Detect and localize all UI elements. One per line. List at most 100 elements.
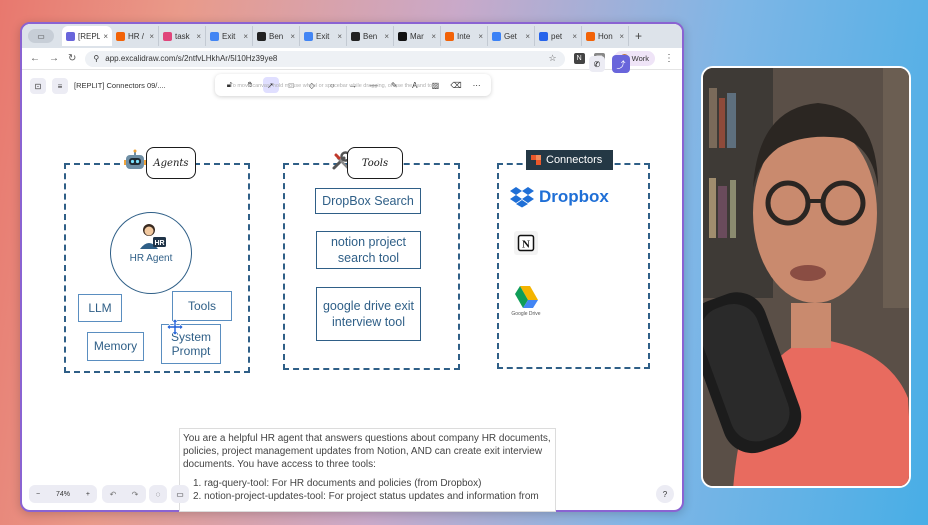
- redo-icon[interactable]: ↷: [131, 489, 139, 499]
- tab-label: Inte: [457, 31, 471, 41]
- browser-tab[interactable]: Exit ×: [300, 26, 347, 46]
- bookmark-star-icon[interactable]: ☆: [548, 53, 557, 63]
- browser-tab[interactable]: pet ×: [535, 26, 582, 46]
- zoom-control: − 74% +: [29, 485, 97, 503]
- notion-tool-box[interactable]: notion project search tool: [316, 231, 421, 269]
- browser-tab[interactable]: Mar ×: [394, 26, 441, 46]
- url-text: app.excalidraw.com/s/2ntfvLHkhAr/5I10Hz3…: [105, 54, 278, 63]
- site-info-icon[interactable]: ⚲: [93, 54, 100, 63]
- llm-box[interactable]: LLM: [78, 294, 122, 322]
- tab-close-icon[interactable]: ×: [572, 31, 577, 41]
- selection-tool-icon[interactable]: ➚: [262, 77, 279, 93]
- collaborate-icon[interactable]: ✆: [589, 56, 605, 72]
- diamond-tool-icon[interactable]: ◇: [308, 80, 315, 90]
- hamburger-menu-icon[interactable]: ≡: [52, 78, 68, 94]
- browser-tab[interactable]: Exit×: [206, 26, 253, 46]
- browser-toolbar: ← → ↻ ⚲ app.excalidraw.com/s/2ntfvLHkhAr…: [22, 48, 682, 70]
- text-tool-icon[interactable]: A: [412, 80, 418, 90]
- tab-strip: ▭ [REPLIT×HR /×task×Exit×Ben×Exit×Ben×Ma…: [22, 24, 682, 48]
- browser-tab[interactable]: Ben×: [253, 26, 300, 46]
- menu-kebab-icon[interactable]: ⋮: [664, 53, 674, 64]
- zoom-out-button[interactable]: −: [36, 490, 41, 498]
- share-button[interactable]: ⤴: [612, 55, 630, 73]
- hr-agent-node[interactable]: HR HR Agent: [110, 212, 192, 294]
- github-icon: [398, 31, 407, 41]
- chat-icon[interactable]: ▭: [171, 485, 189, 503]
- excalidraw-top-bar: ⊡ ≡ [REPLIT] Connectors 09/.... 🔓︎ ✋︎ ➚ …: [22, 70, 682, 100]
- tab-close-icon[interactable]: ×: [525, 31, 530, 41]
- rectangle-tool-icon[interactable]: □: [288, 80, 294, 90]
- reload-icon[interactable]: ↻: [68, 53, 77, 64]
- notion-extension-icon[interactable]: N: [573, 53, 585, 64]
- address-bar[interactable]: ⚲ app.excalidraw.com/s/2ntfvLHkhAr/5I10H…: [85, 50, 565, 67]
- tab-close-icon[interactable]: ×: [337, 31, 342, 41]
- tab-label: HR /: [128, 31, 144, 41]
- excalidraw-icon: [66, 31, 75, 41]
- hr-agent-label: HR Agent: [129, 253, 173, 264]
- agents-tag[interactable]: Agents: [146, 147, 196, 179]
- eraser-tool-icon[interactable]: ⌫: [450, 80, 462, 90]
- memory-box[interactable]: Memory: [87, 332, 144, 361]
- browser-tab[interactable]: Inte ×: [441, 26, 488, 46]
- google-drive-logo[interactable]: Google Drive: [506, 284, 546, 318]
- browser-tab[interactable]: Hon×: [582, 26, 629, 46]
- lock-icon[interactable]: 🔓︎: [226, 80, 232, 89]
- zoom-level[interactable]: 74%: [55, 490, 70, 498]
- robot-icon: [124, 149, 146, 169]
- tab-close-icon[interactable]: ×: [103, 31, 108, 41]
- image-tool-icon[interactable]: ▨: [431, 80, 440, 90]
- ellipse-tool-icon[interactable]: ○: [329, 80, 335, 90]
- notion-logo[interactable]: N: [514, 231, 538, 255]
- browser-tab[interactable]: Get×: [488, 26, 535, 46]
- tab-close-icon[interactable]: ×: [243, 31, 248, 41]
- help-icon[interactable]: ?: [656, 485, 674, 503]
- browser-tab[interactable]: Ben×: [347, 26, 394, 46]
- document-title[interactable]: [REPLIT] Connectors 09/....: [74, 81, 166, 90]
- new-tab-button[interactable]: +: [635, 29, 643, 43]
- back-icon[interactable]: ←: [30, 53, 40, 64]
- comment-icon[interactable]: ◌: [149, 485, 167, 503]
- pencil-tool-icon[interactable]: ✎: [390, 80, 398, 90]
- forward-icon[interactable]: →: [49, 53, 59, 64]
- tab-close-icon[interactable]: ×: [619, 31, 624, 41]
- dropbox-brand-text: Dropbox: [539, 187, 609, 206]
- tools-small-box[interactable]: Tools: [172, 291, 232, 321]
- browser-tab[interactable]: [REPLIT×: [62, 26, 112, 46]
- tab-label: pet: [551, 31, 563, 41]
- zoom-in-button[interactable]: +: [85, 490, 90, 498]
- tools-tag[interactable]: Tools: [347, 147, 403, 179]
- tab-close-icon[interactable]: ×: [431, 31, 436, 41]
- docs-icon: [210, 31, 219, 41]
- tab-label: Mar: [410, 31, 424, 41]
- tab-search-icon[interactable]: ▭: [28, 29, 54, 43]
- dropbox-search-box[interactable]: DropBox Search: [315, 188, 421, 214]
- library-open-icon[interactable]: ⊡: [30, 78, 46, 94]
- hr-person-icon: HR: [140, 224, 166, 249]
- line-tool-icon[interactable]: —: [369, 80, 378, 90]
- replit-icon: [445, 31, 454, 41]
- dropbox-logo[interactable]: Dropbox: [509, 186, 609, 208]
- move-cursor-icon: [166, 318, 184, 336]
- tab-close-icon[interactable]: ×: [478, 31, 483, 41]
- tab-label: Exit: [316, 31, 330, 41]
- system-prompt-box[interactable]: System Prompt: [161, 324, 221, 364]
- system-prompt-text[interactable]: You are a helpful HR agent that answers …: [179, 428, 556, 512]
- hand-tool-icon[interactable]: ✋︎: [247, 80, 253, 89]
- tab-close-icon[interactable]: ×: [384, 31, 389, 41]
- more-tools-icon[interactable]: ⋯: [472, 80, 481, 90]
- profile-label: Work: [631, 54, 649, 63]
- tab-close-icon[interactable]: ×: [290, 31, 295, 41]
- tab-close-icon[interactable]: ×: [196, 31, 201, 41]
- replit-icon: [586, 31, 595, 41]
- prompt-item: 1. rag-query-tool: For HR documents and …: [193, 478, 482, 489]
- arrow-tool-icon[interactable]: →: [348, 80, 357, 90]
- app-icon: [492, 31, 501, 41]
- undo-icon[interactable]: ↶: [109, 489, 117, 499]
- tab-close-icon[interactable]: ×: [149, 31, 154, 41]
- canvas-hint: To move canvas, hold mouse wheel or spac…: [230, 83, 437, 89]
- connectors-tag[interactable]: Connectors: [526, 150, 613, 170]
- browser-tab[interactable]: task×: [159, 26, 206, 46]
- gdrive-tool-box[interactable]: google drive exit interview tool: [316, 287, 421, 341]
- browser-tab[interactable]: HR / ×: [112, 26, 159, 46]
- notion-icon: [351, 31, 360, 41]
